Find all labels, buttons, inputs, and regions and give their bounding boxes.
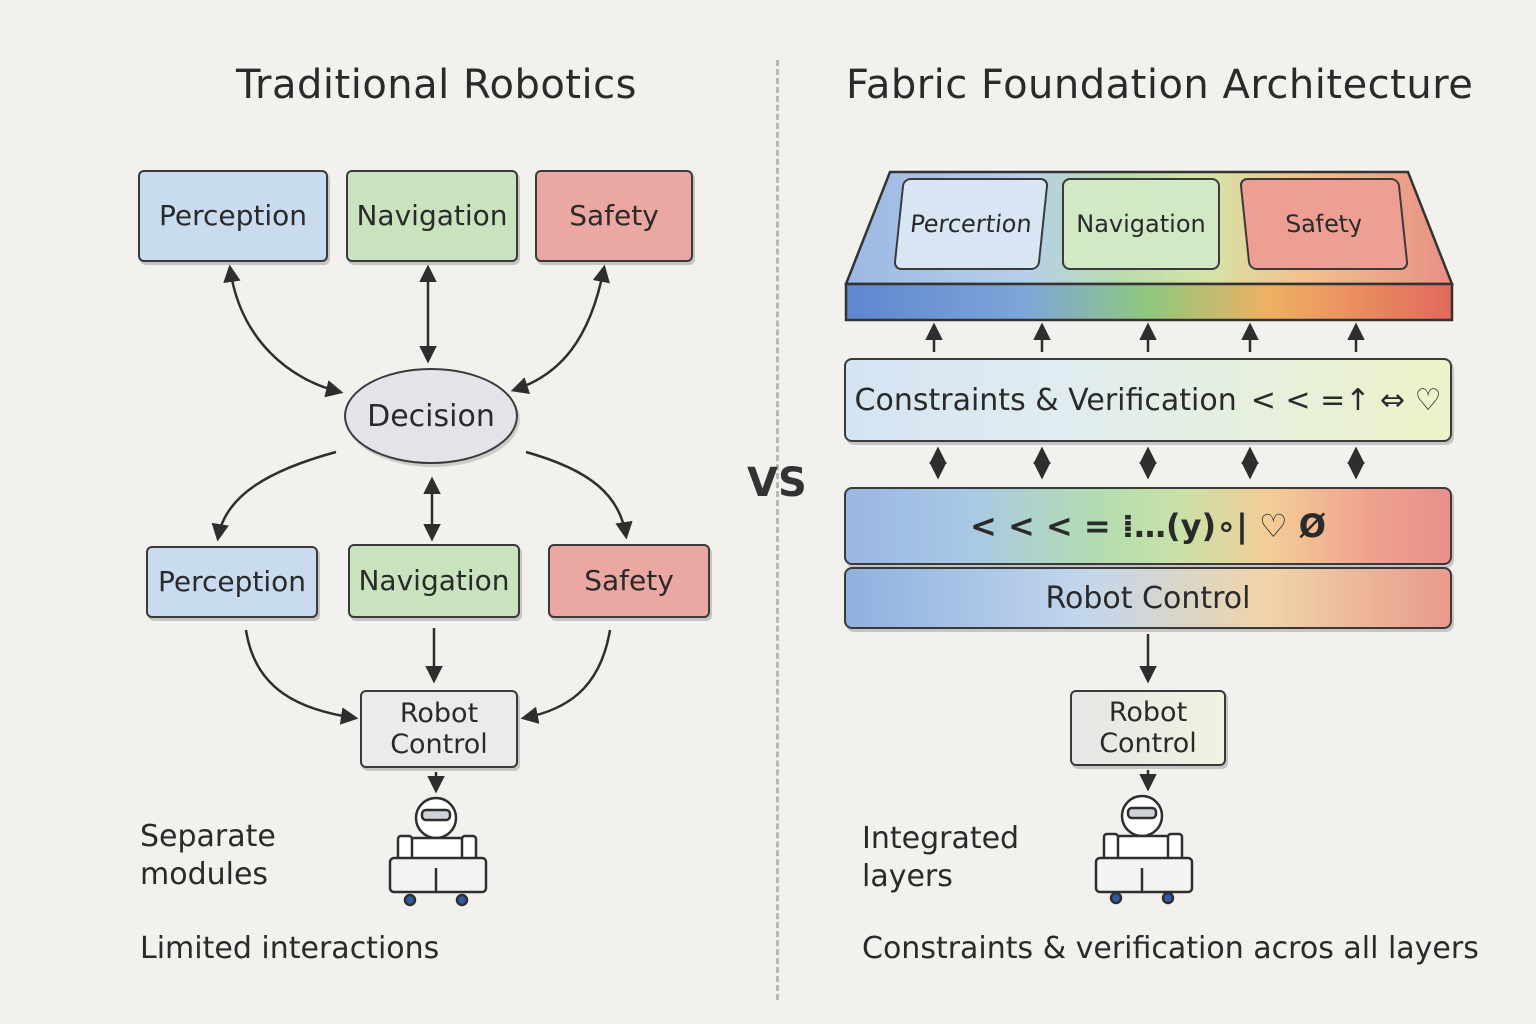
note-integrated-layers: Integrated layers: [862, 821, 1020, 894]
top-safety-box: Safety: [535, 170, 693, 262]
bottom-perception-box: Perception: [146, 546, 318, 618]
platform-tile-navigation: Navigation: [1062, 178, 1220, 270]
left-title: Traditional Robotics: [236, 62, 637, 108]
top-navigation-box: Navigation: [346, 170, 518, 262]
constraints-symbols: < < =↑ ⇔ ♡: [1250, 382, 1442, 418]
top-perception-box: Perception: [138, 170, 328, 262]
vs-label: VS: [747, 460, 807, 506]
note-limited-interactions: Limited interactions: [140, 931, 440, 966]
right-robot-control-box: Robot Control: [1070, 690, 1226, 766]
right-title: Fabric Foundation Architecture: [846, 62, 1474, 108]
left-robot-icon: [388, 796, 488, 907]
note-verification-all-layers: Constraints & verification acros all lay…: [862, 931, 1479, 966]
left-robot-control-box: Robot Control: [360, 690, 518, 768]
symbol-layer: < < < = ⁞…(y)∘| ♡ Ø: [844, 487, 1452, 565]
note-separate-modules: Separate modules: [140, 819, 276, 892]
bottom-navigation-box: Navigation: [348, 544, 520, 618]
constraints-label: Constraints & Verification: [854, 382, 1237, 418]
robot-control-layer: Robot Control: [844, 567, 1452, 629]
decision-node: Decision: [344, 368, 518, 464]
right-robot-icon: [1094, 794, 1194, 905]
bottom-safety-box: Safety: [548, 544, 710, 618]
center-divider: [776, 60, 779, 1000]
constraints-layer: Constraints & Verification < < =↑ ⇔ ♡: [844, 358, 1452, 442]
